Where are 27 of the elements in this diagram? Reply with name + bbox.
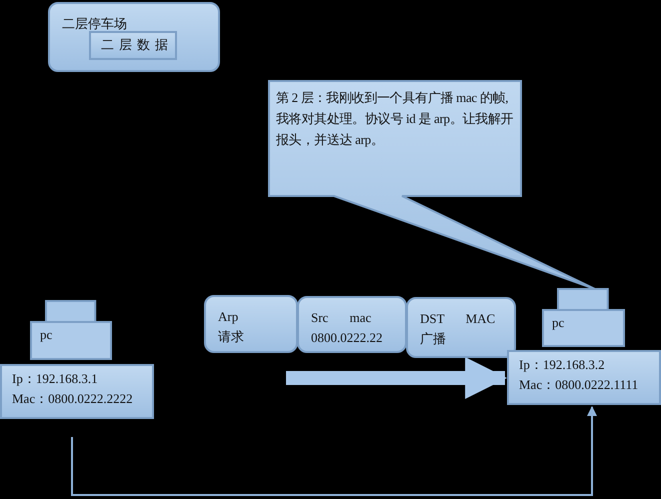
rounded-box	[406, 297, 516, 358]
rounded-box	[48, 2, 220, 72]
rounded-box	[297, 296, 407, 353]
node-label: DST MAC	[420, 310, 496, 328]
callout-box	[268, 80, 596, 290]
node-label: Mac：0800.0222.1111	[519, 376, 640, 394]
node-label: 二层数据	[101, 37, 165, 55]
connector-arrow	[71, 406, 597, 496]
block-arrow	[286, 357, 508, 399]
node-label: 0800.0222.22	[311, 329, 384, 348]
rounded-box	[204, 295, 298, 353]
node-label: pc	[552, 315, 566, 332]
node-label: Ip：192.168.3.2	[519, 356, 606, 374]
node-label: Src mac	[311, 309, 372, 327]
node-label: pc	[40, 327, 54, 344]
node-label: Arp	[218, 308, 240, 326]
node-label: 二层停车场	[62, 15, 128, 33]
process-box	[507, 350, 661, 405]
node-label: 广播	[420, 330, 447, 348]
node-label: 第 2 层：我刚收到一个具有广播 mac 的帧,我将对其处理。协议号 id 是 arp。让我解开报头，并送达 arp。	[276, 89, 514, 149]
node-label: Mac：0800.0222.2222	[12, 390, 134, 408]
node-label: 请求	[218, 328, 245, 346]
process-box	[89, 31, 177, 60]
process-box	[0, 364, 154, 419]
pc-box	[542, 288, 625, 347]
pc-box	[30, 300, 112, 360]
node-label: Ip：192.168.3.1	[12, 370, 99, 388]
